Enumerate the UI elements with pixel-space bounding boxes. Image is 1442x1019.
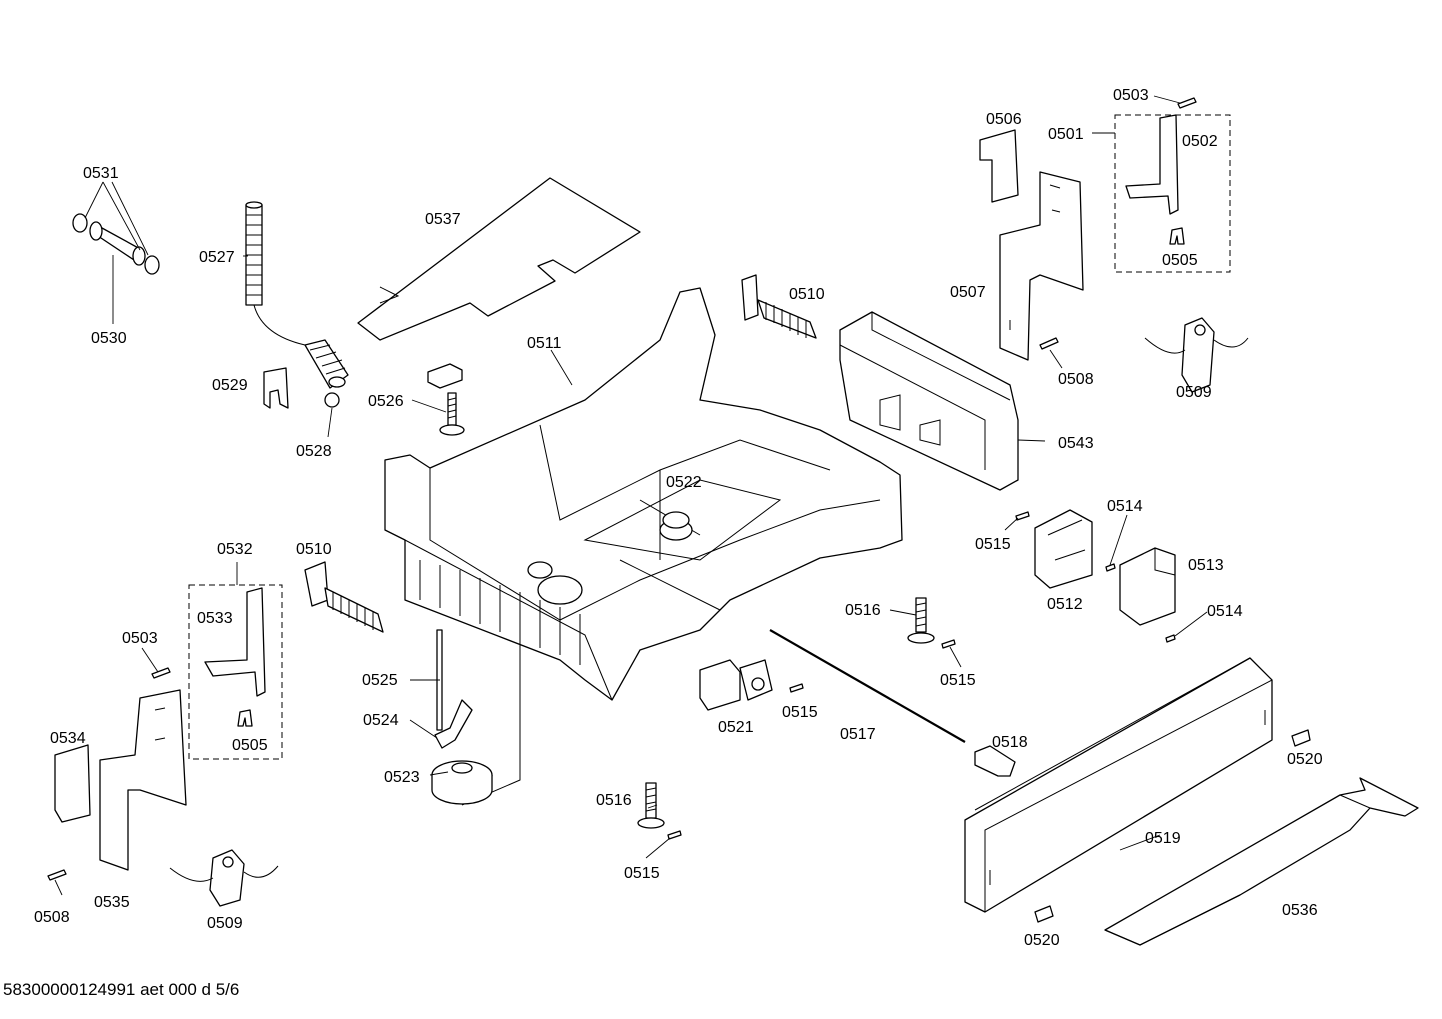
callout-0508-left: 0508 [34, 909, 70, 926]
part-0535-mounting-rail[interactable] [99, 689, 187, 871]
callout-0521: 0521 [718, 719, 754, 736]
callout-0508-top: 0508 [1058, 371, 1094, 388]
callout-0519: 0519 [1145, 830, 1181, 847]
part-0521-inlet-valve[interactable] [699, 659, 773, 711]
part-0520-screw-right[interactable] [1291, 729, 1311, 747]
callout-0523: 0523 [384, 769, 420, 786]
part-0522-sump-component[interactable] [662, 511, 690, 529]
callout-0531: 0531 [83, 165, 119, 182]
callout-0527: 0527 [199, 249, 235, 266]
part-0514-screw-b[interactable] [1165, 634, 1176, 643]
part-0533-hinge-bracket[interactable] [204, 587, 266, 697]
part-0516-foot-upper[interactable] [907, 597, 935, 644]
callout-0515-d: 0515 [624, 865, 660, 882]
callout-0526: 0526 [368, 393, 404, 410]
callout-0511: 0511 [527, 335, 562, 352]
callout-0512: 0512 [1047, 596, 1083, 613]
part-0543-control-module[interactable] [839, 311, 1019, 491]
part-0531-hose-clamps[interactable] [72, 213, 160, 275]
part-0515-screw-b[interactable] [941, 639, 956, 649]
part-0526-adjustable-foot[interactable] [427, 363, 465, 436]
callout-0514-lower: 0514 [1207, 603, 1243, 620]
part-0530-hose-sleeve[interactable] [89, 221, 146, 266]
callout-0505-left: 0505 [232, 737, 268, 754]
callout-0529: 0529 [212, 377, 248, 394]
callout-0528: 0528 [296, 443, 332, 460]
part-0534-cover[interactable] [54, 744, 91, 823]
callout-0537: 0537 [425, 211, 461, 228]
callout-0524: 0524 [363, 712, 399, 729]
part-0515-screw-c[interactable] [789, 683, 804, 693]
part-0516-foot-lower[interactable] [637, 782, 665, 829]
callout-0503-top: 0503 [1113, 87, 1149, 104]
callout-0533: 0533 [197, 610, 233, 627]
part-0518-knob[interactable] [974, 745, 1016, 777]
callout-0513: 0513 [1188, 557, 1224, 574]
part-0520-screw-left[interactable] [1034, 905, 1054, 923]
part-0514-screw-a[interactable] [1105, 563, 1116, 572]
part-0536-base-strip[interactable] [1104, 777, 1419, 946]
part-0515-screw-d[interactable] [667, 830, 682, 840]
callout-0534: 0534 [50, 730, 86, 747]
part-0517-rod[interactable] [769, 629, 966, 743]
part-0508-screw-left[interactable] [47, 869, 67, 881]
part-0506-bracket[interactable] [979, 129, 1019, 203]
callout-0522: 0522 [666, 474, 702, 491]
part-0537-insulation-panel[interactable] [357, 177, 641, 341]
callout-0515-b: 0515 [940, 672, 976, 689]
callout-0501: 0501 [1048, 126, 1084, 143]
part-0527-corrugated-hose[interactable] [245, 201, 349, 389]
part-0505-clip-left[interactable] [237, 709, 253, 727]
callout-0518: 0518 [992, 734, 1028, 751]
callout-0516-lower: 0516 [596, 792, 632, 809]
callout-0543: 0543 [1058, 435, 1094, 452]
callout-0536: 0536 [1282, 902, 1318, 919]
part-0528-hose-cap[interactable] [324, 392, 340, 408]
group-0501-box [1114, 114, 1231, 273]
callout-0510-top: 0510 [789, 286, 825, 303]
callout-0503-left: 0503 [122, 630, 158, 647]
callout-0505-top: 0505 [1162, 252, 1198, 269]
callout-0509-left: 0509 [207, 915, 243, 932]
callout-0507: 0507 [950, 284, 986, 301]
part-0508-screw-top[interactable] [1039, 337, 1059, 350]
callout-0520-right: 0520 [1287, 751, 1323, 768]
callout-0502: 0502 [1182, 133, 1218, 150]
part-0515-screw-a[interactable] [1015, 511, 1030, 521]
callout-0517: 0517 [840, 726, 876, 743]
callout-0535: 0535 [94, 894, 130, 911]
part-0523-pump-cover[interactable] [431, 760, 493, 805]
callout-0506: 0506 [986, 111, 1022, 128]
part-0509-door-latch-left[interactable] [169, 849, 279, 907]
part-0524-sensor[interactable] [434, 699, 473, 749]
part-0513-cover[interactable] [1119, 547, 1176, 626]
part-0502-hinge-bracket[interactable] [1125, 114, 1179, 215]
part-0503-screw-top[interactable] [1177, 97, 1197, 109]
group-0532-box [188, 584, 283, 760]
callout-0515-c: 0515 [782, 704, 818, 721]
part-0509-door-latch-right[interactable] [1144, 317, 1249, 393]
callout-0525: 0525 [362, 672, 398, 689]
callout-labels: 0531 0530 0527 0529 0528 0537 0511 0526 … [34, 87, 1323, 949]
callout-0514-upper: 0514 [1107, 498, 1143, 515]
part-0512-bracket[interactable] [1034, 509, 1093, 589]
part-0503-screw-left[interactable] [151, 667, 171, 679]
callout-0530: 0530 [91, 330, 127, 347]
callout-0515-a: 0515 [975, 536, 1011, 553]
part-0519-kick-plate[interactable] [964, 657, 1273, 913]
callout-0509-right: 0509 [1176, 384, 1212, 401]
part-0529-clip[interactable] [263, 367, 289, 409]
callout-0520-left: 0520 [1024, 932, 1060, 949]
callout-0510-left: 0510 [296, 541, 332, 558]
callout-0532: 0532 [217, 541, 253, 558]
part-0505-clip-top[interactable] [1169, 227, 1185, 245]
part-0510-spring-left[interactable] [304, 561, 384, 633]
callout-0516-upper: 0516 [845, 602, 881, 619]
part-0510-spring-top[interactable] [741, 274, 817, 339]
part-0507-mounting-rail[interactable] [999, 171, 1084, 361]
diagram-reference-code: 58300000124991 aet 000 d 5/6 [3, 980, 240, 999]
leader-lines [54, 95, 1208, 896]
